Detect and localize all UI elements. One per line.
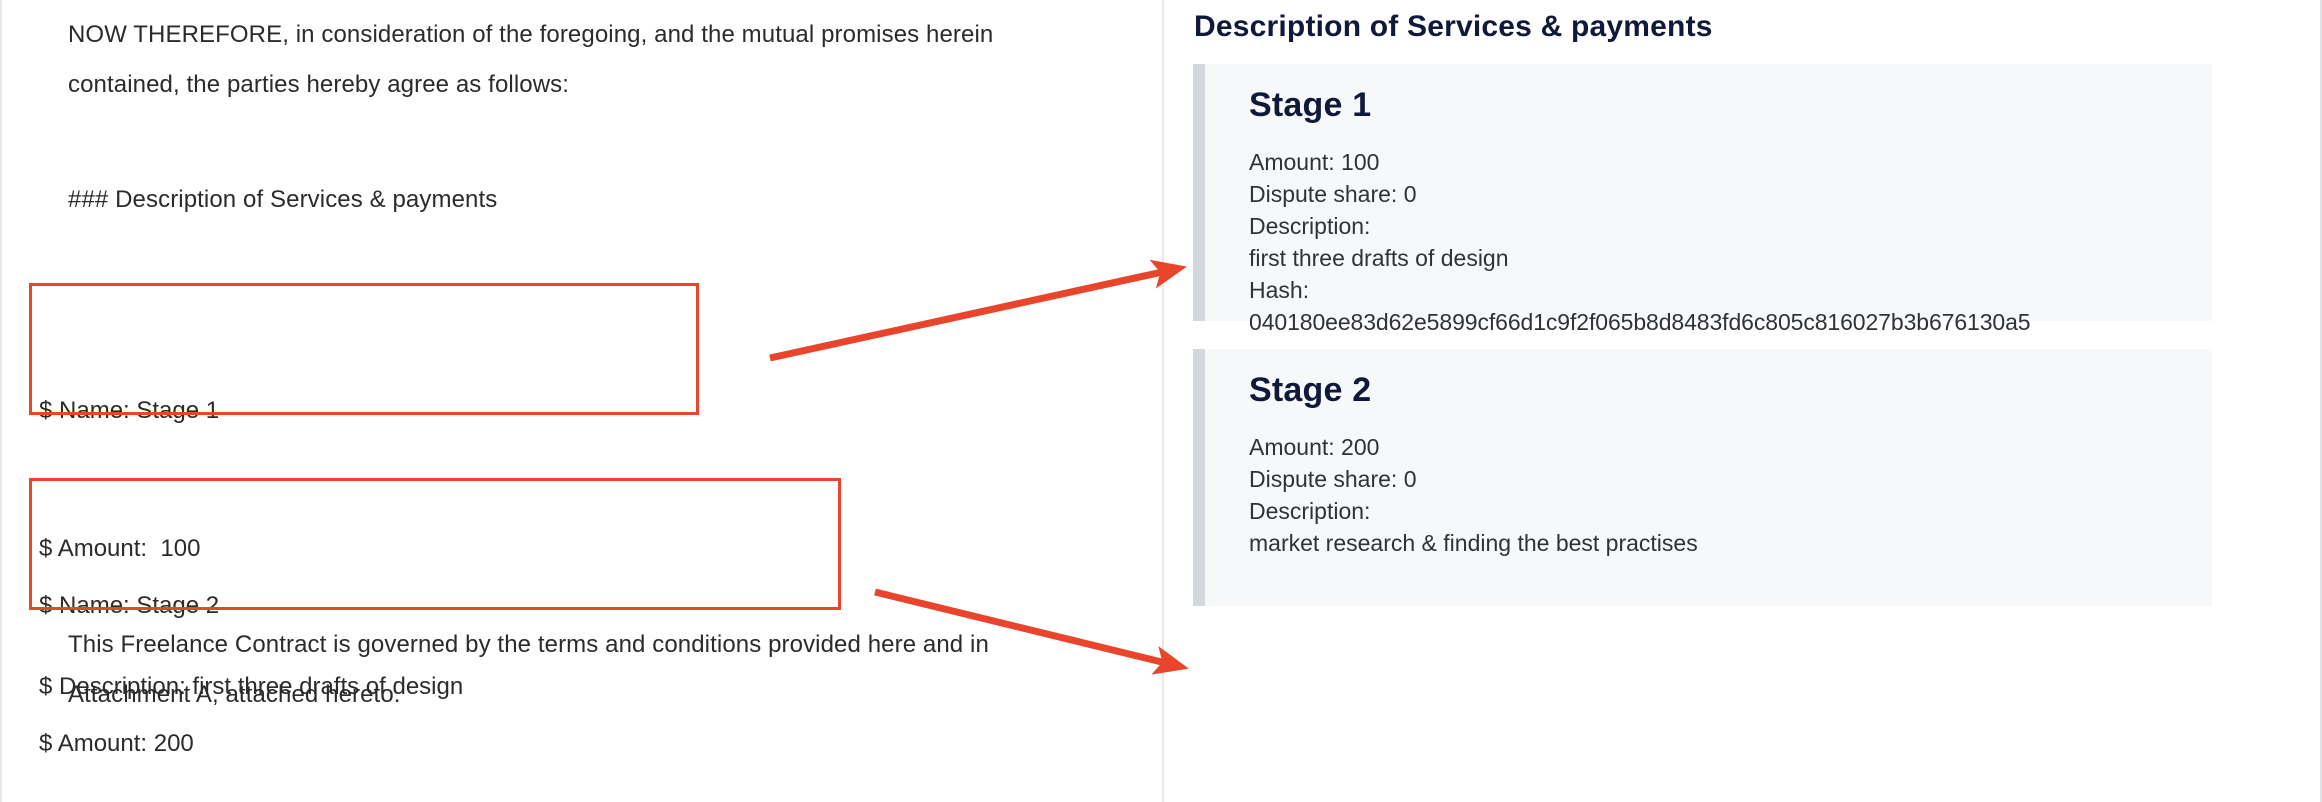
stage-card-1-amount: Amount: 100 xyxy=(1249,149,1380,175)
stage-card-1: Stage 1 Amount: 100 Dispute share: 0 Des… xyxy=(1193,64,2212,335)
stage-card-2-description-label: Description: xyxy=(1249,498,1371,524)
preview-section-title: Description of Services & payments xyxy=(1194,10,1713,43)
markdown-source-body[interactable]: and the freelancer desires to perform su… xyxy=(34,0,1134,708)
markdown-editor-pane[interactable]: and the freelancer desires to perform su… xyxy=(0,0,1164,802)
stage-2-name-line: $ Name: Stage 2 xyxy=(39,592,220,619)
closing-paragraph: This Freelance Contract is governed by t… xyxy=(68,620,1128,720)
stage-card-1-hash-label: Hash: xyxy=(1249,277,1310,303)
closing-paragraph-line-2: Attachment A, attached hereto. xyxy=(68,681,401,708)
stage-card-1-hash-value: 040180ee83d62e5899cf66d1c9f2f065b8d8483f… xyxy=(1249,309,2031,335)
stage-card-2-description-value: market research & finding the best pract… xyxy=(1249,530,1698,556)
stage-1-description-line: $ Description: first three drafts of des… xyxy=(39,673,464,700)
stage-card-1-dispute-share: Dispute share: 0 xyxy=(1249,181,1417,207)
stage-card-1-description-label: Description: xyxy=(1249,213,1371,239)
stage-source-block-1: $ Name: Stage 1 $ Amount: 100 $ Descript… xyxy=(39,296,1019,802)
stage-card-1-description-value: first three drafts of design xyxy=(1249,245,1509,271)
stage-card-2-dispute-share: Dispute share: 0 xyxy=(1249,466,1417,492)
stage-1-name-line: $ Name: Stage 1 xyxy=(39,397,220,424)
stage-card-2-amount: Amount: 200 xyxy=(1249,434,1380,460)
stage-card-2-title: Stage 2 xyxy=(1249,371,1372,409)
intro-paragraph-line-1: NOW THEREFORE, in consideration of the f… xyxy=(68,21,994,48)
stage-source-block-2: $ Name: Stage 2 $ Amount: 200 $ Descript… xyxy=(39,491,1019,802)
preview-pane: Description of Services & payments Stage… xyxy=(1166,0,2322,802)
closing-paragraph-line-1: This Freelance Contract is governed by t… xyxy=(68,631,989,658)
stage-2-amount-line: $ Amount: 200 xyxy=(39,730,194,757)
stage-1-amount-line: $ Amount: 100 xyxy=(39,535,201,562)
stage-card-2: Stage 2 Amount: 200 Dispute share: 0 Des… xyxy=(1193,349,2212,606)
stage-card-1-title: Stage 1 xyxy=(1249,86,1372,124)
intro-paragraph: NOW THEREFORE, in consideration of the f… xyxy=(68,10,1128,110)
markdown-heading-line: ### Description of Services & payments xyxy=(68,186,498,213)
intro-paragraph-line-2: contained, the parties hereby agree as f… xyxy=(68,71,570,98)
